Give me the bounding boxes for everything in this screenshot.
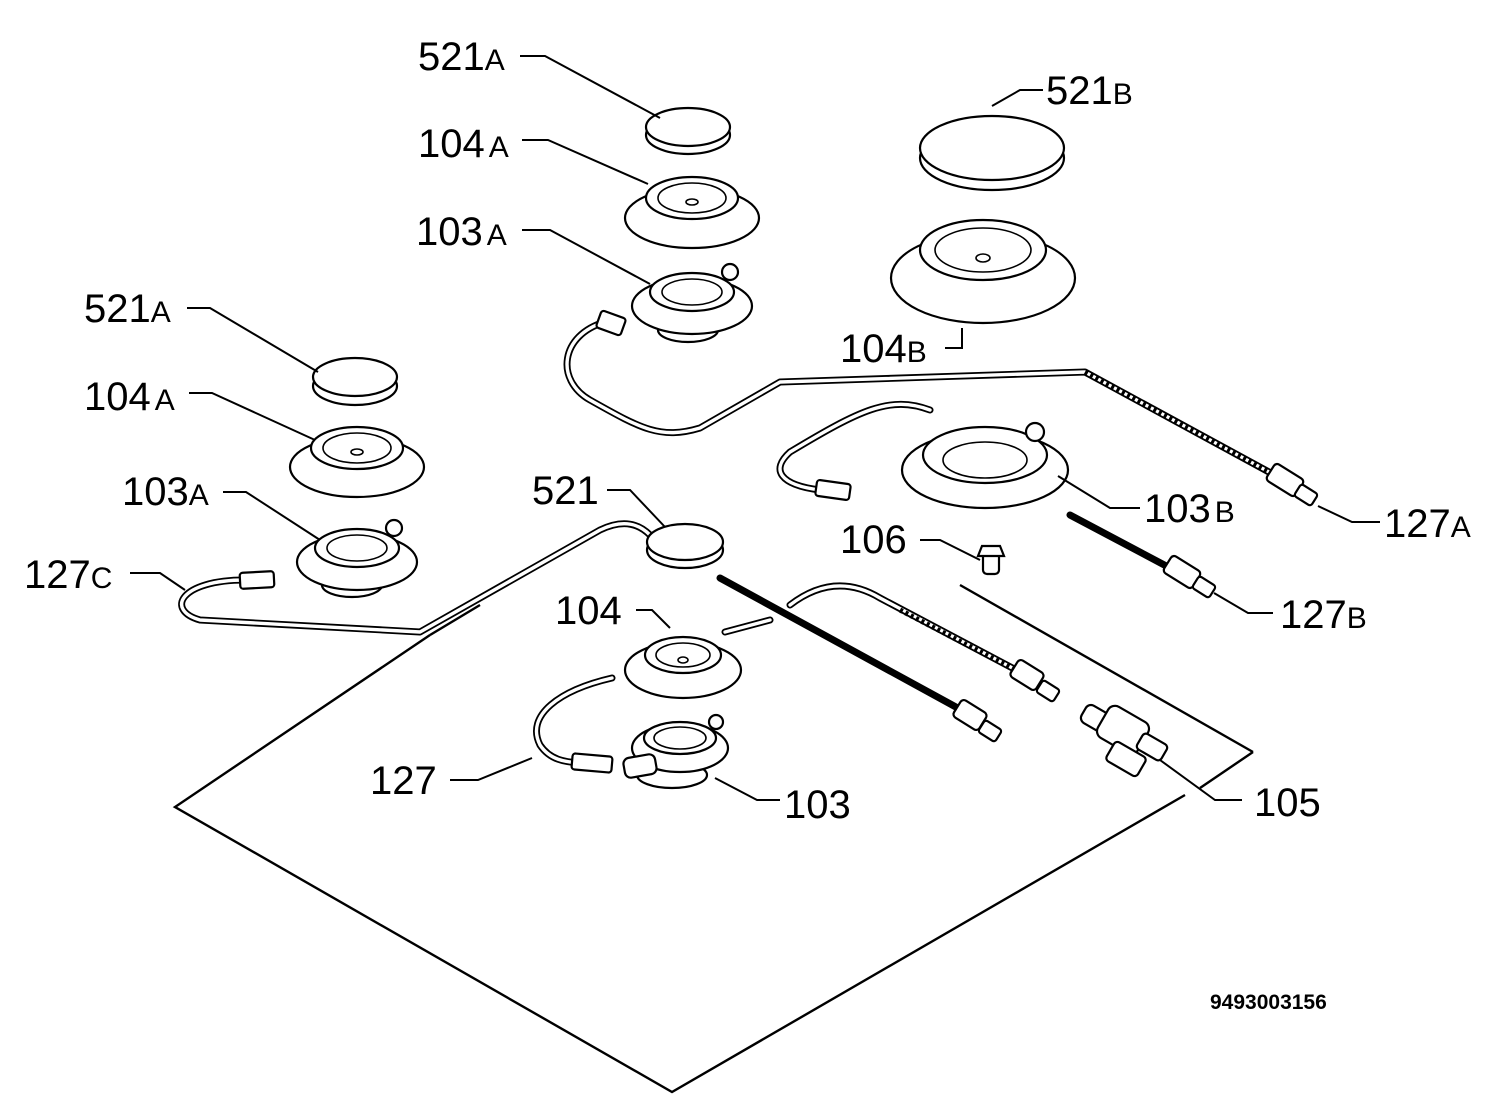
burner-cap-left-a (311, 356, 399, 407)
drawing-code: 9493003156 (1210, 991, 1327, 1014)
burner-cap-center (645, 522, 725, 570)
label-103a-left: 103A (122, 470, 209, 514)
label-103-center: 103 (784, 783, 851, 827)
label-127b: 127B (1280, 593, 1367, 637)
label-127a-right: 127A (1384, 502, 1471, 546)
burner-ring-center (623, 635, 743, 700)
burner-cap-top-a (644, 106, 732, 156)
gas-valve (1079, 703, 1169, 778)
label-127-center: 127 (370, 759, 437, 803)
leader-lines (130, 55, 1380, 801)
pipe-connectors (238, 309, 1319, 774)
burner-body-right-b (900, 421, 1070, 510)
label-105: 105 (1254, 781, 1321, 825)
burner-ring-top-a (623, 175, 761, 250)
label-521a-top: 521A (418, 35, 505, 79)
burner-ring-right-b (889, 218, 1077, 325)
label-521-center: 521 (532, 469, 599, 513)
hob-frame (172, 583, 1254, 1094)
label-106: 106 (840, 518, 907, 562)
gas-pipes (178, 318, 1284, 767)
label-521b: 521B (1046, 69, 1133, 113)
burner-body-top-a (630, 262, 754, 344)
burner-cap-right-b (918, 114, 1066, 192)
label-104-center: 104 (555, 589, 622, 633)
label-127c: 127C (24, 553, 112, 597)
label-104b: 104B (840, 327, 927, 371)
burner-body-center (622, 713, 730, 790)
label-521a-left: 521A (84, 287, 171, 331)
burner-body-left-a (295, 518, 419, 599)
injector (976, 544, 1006, 576)
burner-ring-left-a (288, 425, 426, 499)
